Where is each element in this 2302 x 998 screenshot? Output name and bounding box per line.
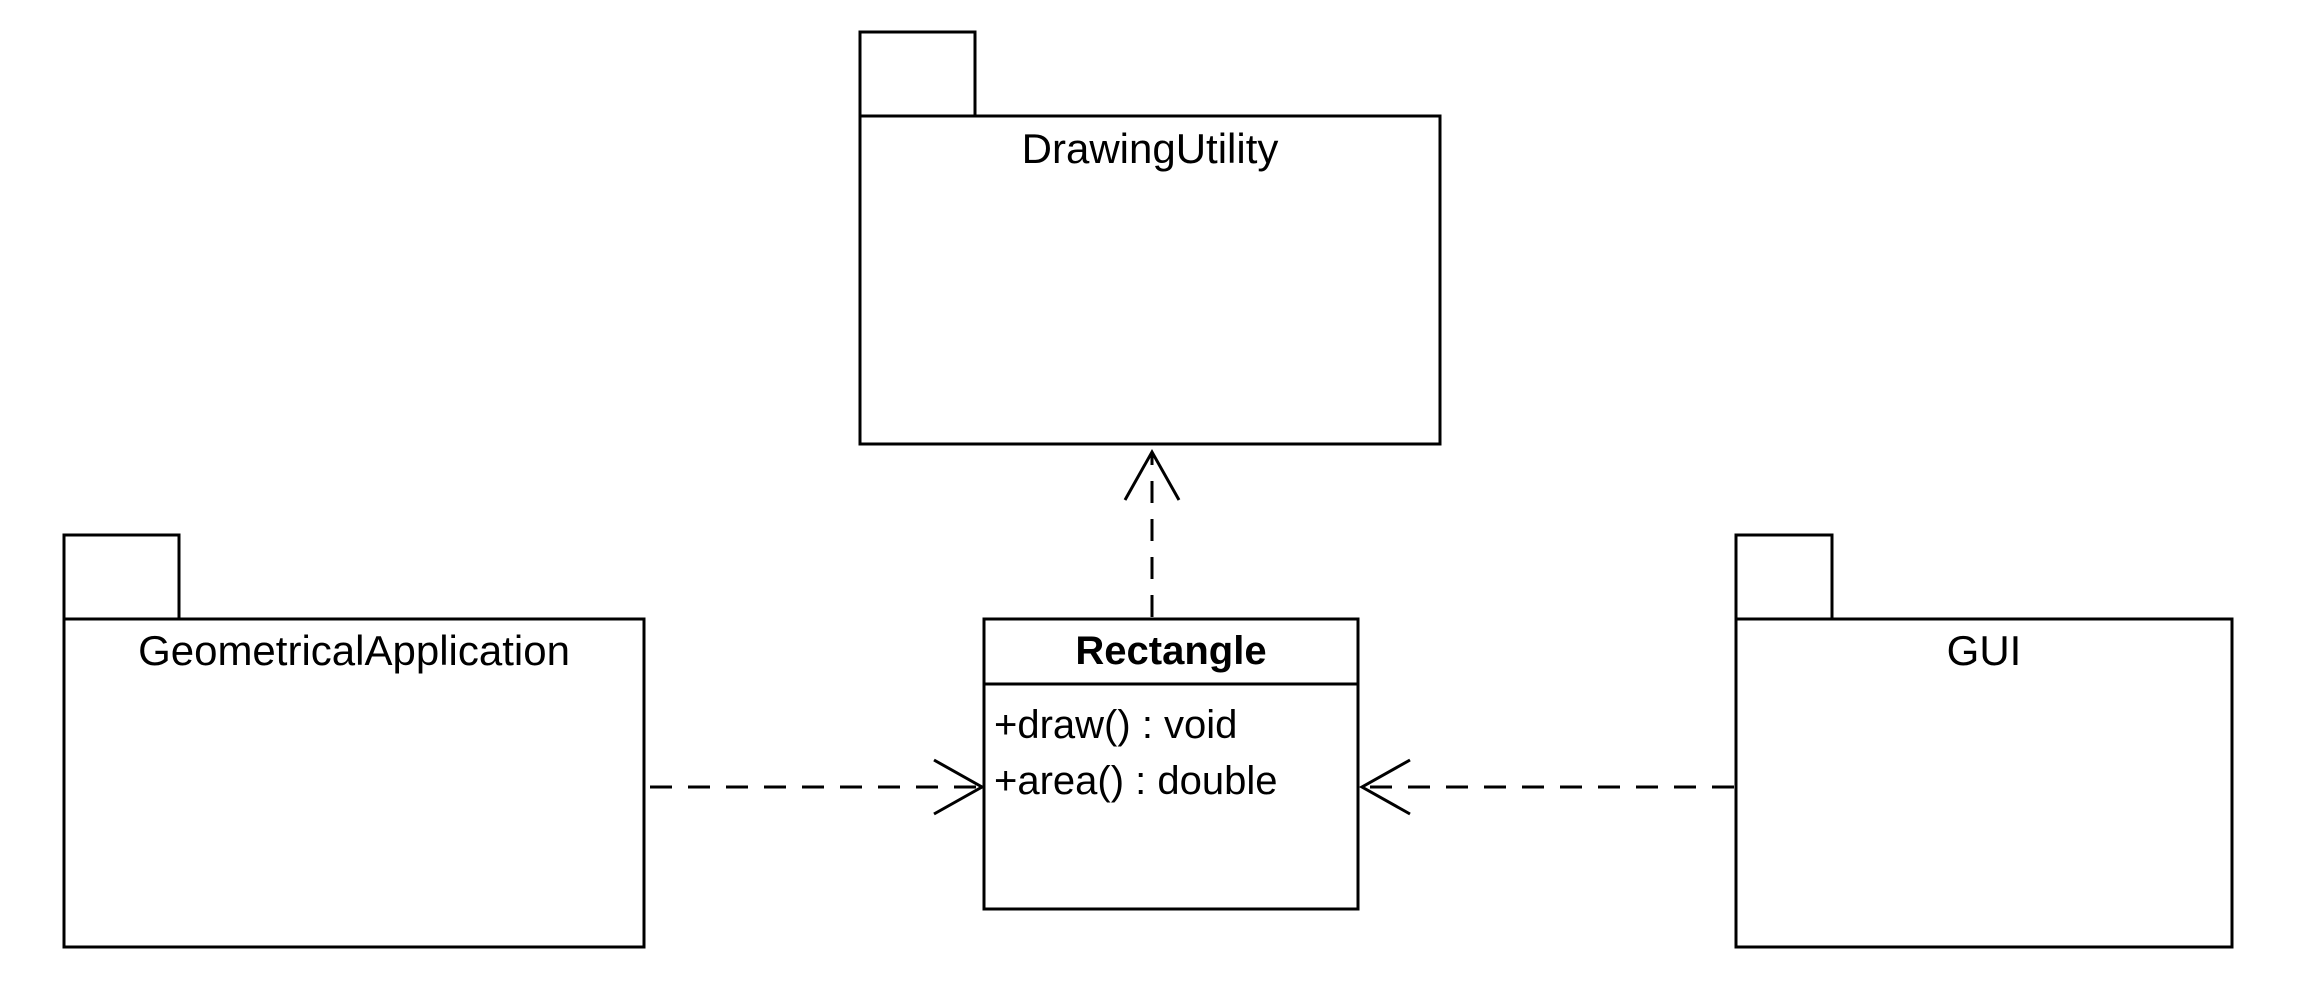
dependency-rectangle-to-drawing-utility [1123,448,1181,617]
package-tab [1734,533,1834,621]
package-body [1734,617,2234,949]
dependency-geometrical-application-to-rectangle [650,758,986,816]
package-name: DrawingUtility [1022,125,1279,172]
dependency-gui-to-rectangle [1358,758,1734,816]
package-gui[interactable]: GUI [1734,533,2234,949]
package-body [62,617,646,949]
class-operation: +draw() : void [994,703,1237,747]
package-tab [62,533,181,621]
package-drawing-utility[interactable]: DrawingUtility [858,30,1442,446]
class-name: Rectangle [1075,629,1266,673]
arrowhead-icon [1358,758,1411,816]
arrowhead-icon [933,758,986,816]
package-geometrical-application[interactable]: GeometricalApplication [62,533,646,949]
arrowhead-icon [1123,448,1181,501]
class-operation: +area() : double [994,759,1278,803]
package-tab [858,30,977,118]
class-box [982,617,1360,911]
class-rectangle[interactable]: Rectangle +draw() : void +area() : doubl… [982,617,1360,911]
package-body [858,114,1442,446]
package-name: GUI [1947,627,2022,674]
package-name: GeometricalApplication [138,627,570,674]
